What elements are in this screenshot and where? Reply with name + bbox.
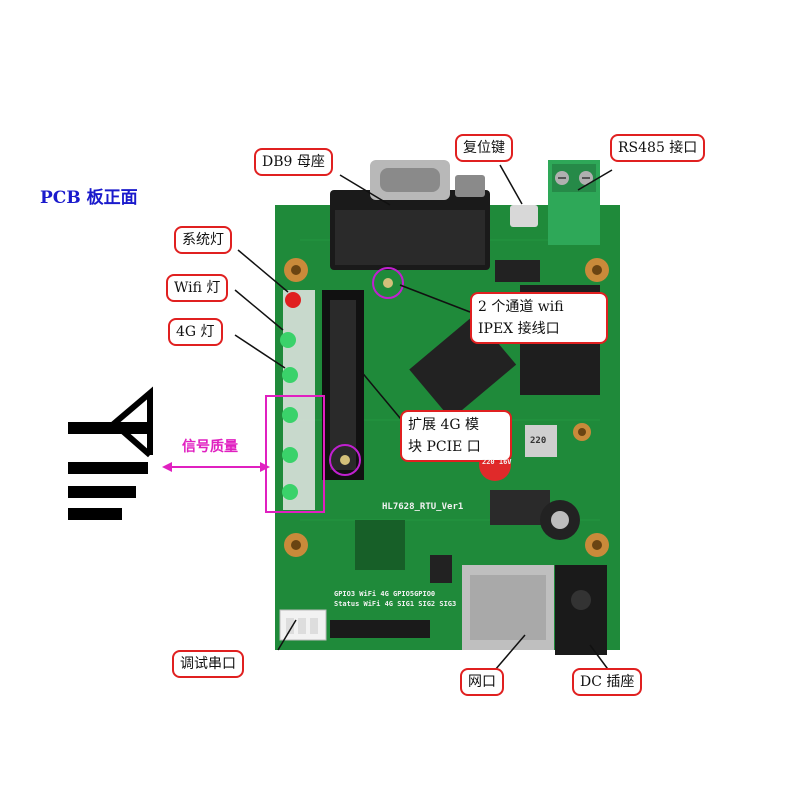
mount-holes xyxy=(284,258,609,557)
callout-debug-serial: 调试串口 xyxy=(172,650,244,678)
board-model-label: HL7628_RTU_Ver1 xyxy=(382,502,464,512)
signal-led-box xyxy=(265,395,325,513)
callout-system-led: 系统灯 xyxy=(174,226,232,254)
callout-wifi-ipex-line2: IPEX 接线口 xyxy=(478,321,560,337)
callout-ethernet: 网口 xyxy=(460,668,504,696)
signal-double-arrow xyxy=(162,462,270,472)
capacitor-label: 220 16V xyxy=(482,458,512,466)
callout-pcie-line1: 扩展 4G 模 xyxy=(408,417,479,433)
callout-wifi-ipex: 2 个通道 wifi IPEX 接线口 xyxy=(470,292,608,344)
inductor-label: 220 xyxy=(530,436,547,446)
rs485-terminal xyxy=(548,160,600,245)
reset-button-part xyxy=(510,205,538,227)
db9-connector xyxy=(330,160,490,270)
ethernet-jack xyxy=(462,565,554,650)
led-array xyxy=(280,290,315,510)
callout-reset-button: 复位键 xyxy=(455,134,513,162)
signal-quality-label: 信号质量 xyxy=(182,439,238,455)
signal-antenna-icon xyxy=(68,386,153,520)
callout-dc-socket: DC 插座 xyxy=(572,668,643,696)
page-title: PCB 板正面 xyxy=(40,188,138,208)
ipex-marker xyxy=(372,267,404,299)
callout-rs485: RS485 接口 xyxy=(610,134,706,162)
callout-db9: DB9 母座 xyxy=(254,148,333,176)
inductor xyxy=(525,425,557,457)
callout-wifi-led: Wifi 灯 xyxy=(166,274,229,302)
callout-4g-led: 4G 灯 xyxy=(168,318,223,346)
bottom-silk-row1: GPIO3 WiFi 4G GPIO5GPIO0 xyxy=(334,590,436,598)
callout-wifi-ipex-line1: 2 个通道 wifi xyxy=(478,299,564,315)
bottom-silk-row2: Status WiFi 4G SIG1 SIG2 SIG3 xyxy=(334,600,457,608)
callout-pcie: 扩展 4G 模 块 PCIE 口 xyxy=(400,410,512,462)
pcie-slot xyxy=(322,290,364,480)
callout-pcie-line2: 块 PCIE 口 xyxy=(408,439,481,455)
ipex-marker-2 xyxy=(329,444,361,476)
